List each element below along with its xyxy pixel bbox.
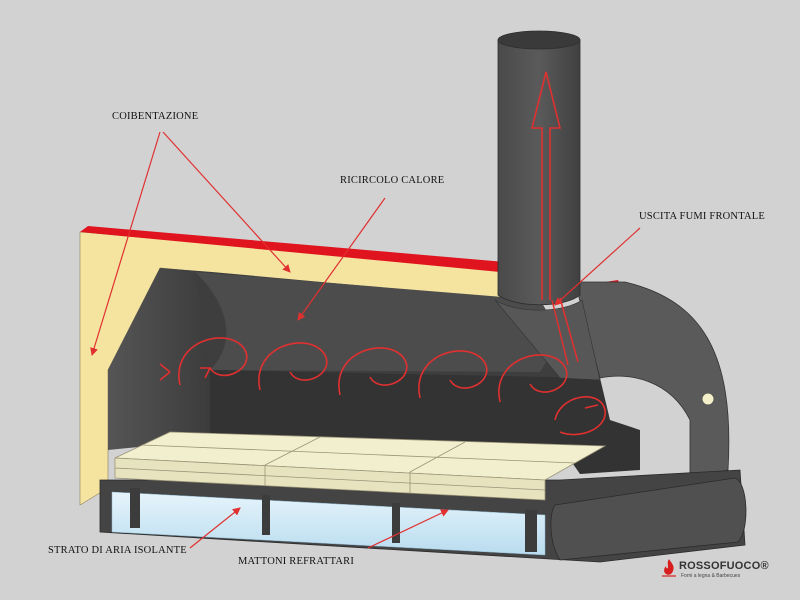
oven-chamber-left-wall — [108, 268, 210, 450]
brand-logo: ROSSOFUOCO® Forni a legna & Barbecues — [660, 558, 780, 588]
oven-base-front-bar — [550, 477, 747, 561]
air-layer-supports — [130, 488, 537, 552]
front-flue-exit-label: USCITA FUMI FRONTALE — [639, 211, 765, 222]
insulation-label: COIBENTAZIONE — [112, 111, 199, 122]
heat-recirculation-label: RICIRCOLO CALORE — [340, 175, 445, 186]
insulation-top-strip — [80, 226, 505, 272]
flue-collar — [494, 299, 601, 381]
flue-up-arrow-outline — [530, 71, 562, 300]
hearth-back-wall — [210, 370, 640, 474]
refractory-bricks-label: MATTONI REFRATTARI — [238, 556, 355, 567]
heat-recirculation-arrows — [159, 337, 606, 436]
brand-name: ROSSOFUOCO® — [679, 560, 769, 572]
air-layer-label: STRATO DI ARIA ISOLANTE — [48, 545, 187, 556]
front-knob-icon — [701, 392, 715, 406]
refractory-bricks — [114, 431, 607, 501]
brand-tagline: Forni a legna & Barbecues — [681, 573, 741, 579]
chimney-top — [497, 30, 581, 50]
flue-diagonal-arrow — [551, 297, 579, 366]
flame-icon — [662, 559, 676, 577]
oven-chamber-vault — [195, 272, 554, 372]
chimney — [497, 32, 581, 306]
label-leader-lines — [90, 131, 641, 549]
air-layer — [111, 491, 546, 556]
oven-front-housing — [574, 281, 730, 479]
